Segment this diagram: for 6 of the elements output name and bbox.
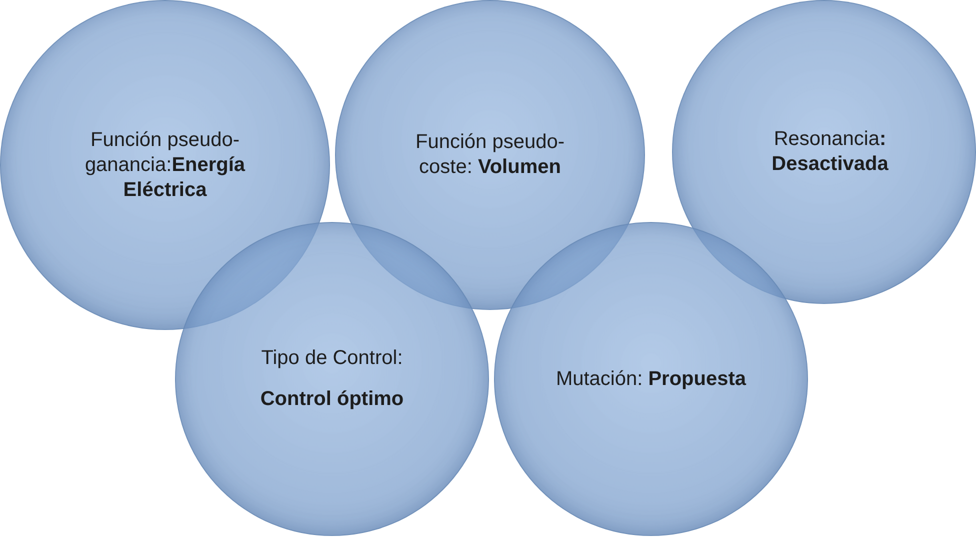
circle-label: Función pseudo-ganancia:Energía Eléctrica bbox=[84, 128, 246, 202]
circle-label: Control óptimo bbox=[259, 387, 405, 412]
circle-label: Resonancia: Desactivada bbox=[770, 127, 890, 177]
circle-label: Función pseudo-coste: Volumen bbox=[414, 130, 566, 180]
circle-label: Mutación: Propuesta bbox=[554, 366, 748, 392]
circle-label: Tipo de Control: bbox=[260, 346, 404, 371]
